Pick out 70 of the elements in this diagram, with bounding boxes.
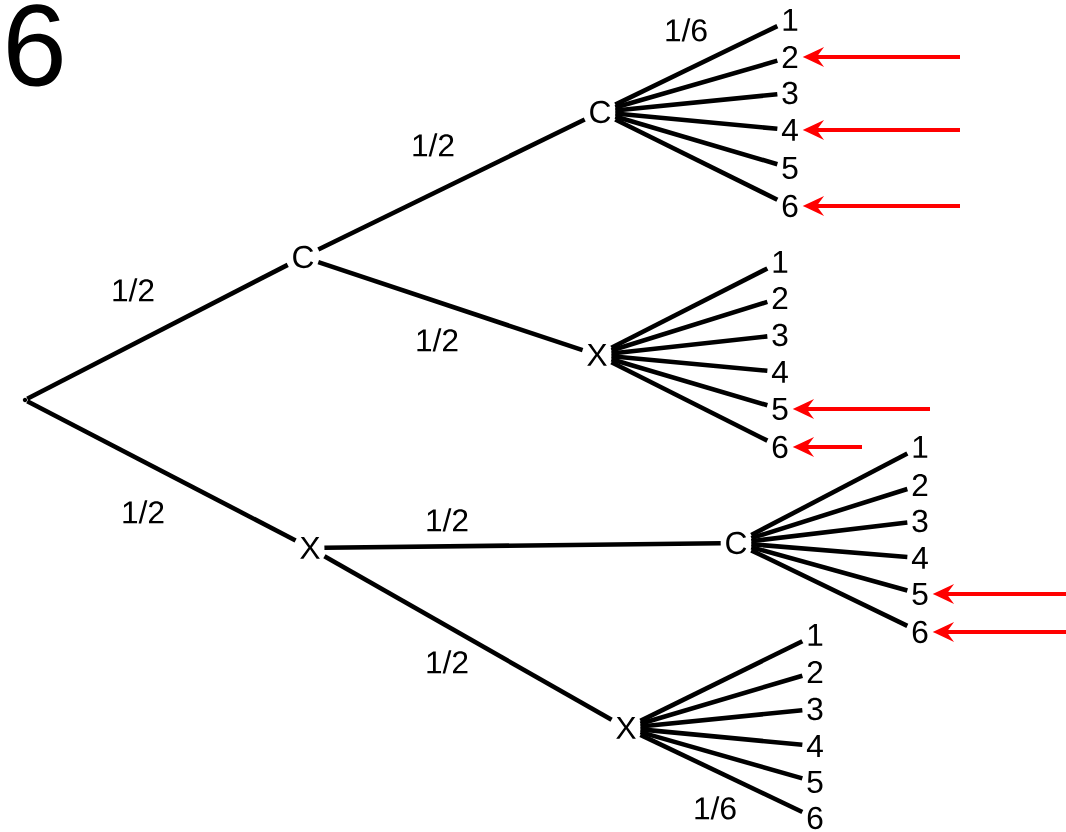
leaf-label: 5: [807, 770, 823, 793]
leaf-label: 6: [807, 806, 823, 830]
branch-line: [614, 114, 778, 167]
leaf-label: 1: [808, 624, 823, 646]
branch-line: [640, 727, 803, 748]
branch-line: [615, 92, 778, 113]
edge-label: 1/2: [119, 498, 167, 526]
branch-line: [317, 259, 584, 353]
branch-line: [750, 486, 909, 541]
edge-label: 1/2: [409, 131, 457, 159]
edge-label: 1/6: [662, 16, 710, 44]
leaf-label: 2: [772, 286, 788, 310]
branch-label: X: [300, 537, 320, 559]
branch-line: [26, 262, 289, 401]
branch-line: [26, 399, 297, 543]
branch-label: X: [616, 717, 636, 739]
branch-line: [639, 673, 803, 726]
leaf-label: 3: [912, 509, 928, 533]
branch-line: [640, 708, 803, 729]
branch-label: C: [726, 531, 747, 555]
edge-label: 1/2: [109, 276, 157, 304]
leaf-label: 1: [913, 436, 928, 458]
branch-line: [610, 266, 769, 350]
heading-number: 6: [8, 4, 62, 87]
edge-label: 1/2: [423, 648, 471, 676]
leaf-label: 2: [807, 660, 823, 684]
edge-label: 1/2: [423, 506, 471, 534]
branch-line: [614, 24, 779, 107]
leaf-label: 2: [912, 473, 928, 497]
branch-line: [611, 354, 768, 374]
leaf-label: 4: [781, 119, 798, 141]
branch-label: C: [293, 245, 314, 269]
leaf-label: 5: [772, 397, 788, 420]
branch-line: [639, 639, 804, 723]
branch-line: [611, 334, 768, 356]
edge-label: 1/6: [691, 794, 739, 822]
branch-line: [639, 729, 803, 781]
branch-line: [610, 299, 769, 353]
leaf-label: 1: [773, 251, 788, 273]
branch-line: [751, 520, 908, 544]
branch-line: [610, 357, 768, 408]
branch-line: [614, 117, 779, 202]
branch-label: C: [590, 100, 611, 124]
branch-line: [324, 540, 721, 551]
leaf-label: 5: [782, 156, 798, 179]
branch-line: [610, 360, 769, 443]
branch-line: [615, 111, 778, 132]
leaf-label: 3: [772, 323, 788, 347]
leaf-label: 1: [783, 9, 798, 31]
leaf-label: 3: [782, 81, 798, 105]
leaf-label: 4: [911, 547, 928, 569]
branch-line: [639, 732, 804, 815]
leaf-label: 6: [772, 435, 788, 459]
branch-line: [614, 58, 778, 110]
branch-label: X: [587, 344, 607, 366]
leaf-label: 2: [782, 45, 798, 69]
branch-line: [317, 117, 586, 252]
leaf-label: 6: [782, 194, 798, 218]
branch-line: [750, 451, 909, 538]
leaf-label: 5: [912, 582, 928, 605]
branch-line: [323, 554, 613, 722]
leaf-label: 4: [806, 735, 823, 757]
leaf-label: 6: [912, 620, 928, 644]
leaf-label: 3: [807, 697, 823, 721]
leaf-label: 4: [771, 361, 788, 383]
branch-line: [751, 541, 908, 560]
branch-line: [750, 545, 908, 593]
root-point: [22, 397, 28, 403]
branch-line: [750, 548, 909, 628]
edge-label: 1/2: [413, 326, 461, 354]
